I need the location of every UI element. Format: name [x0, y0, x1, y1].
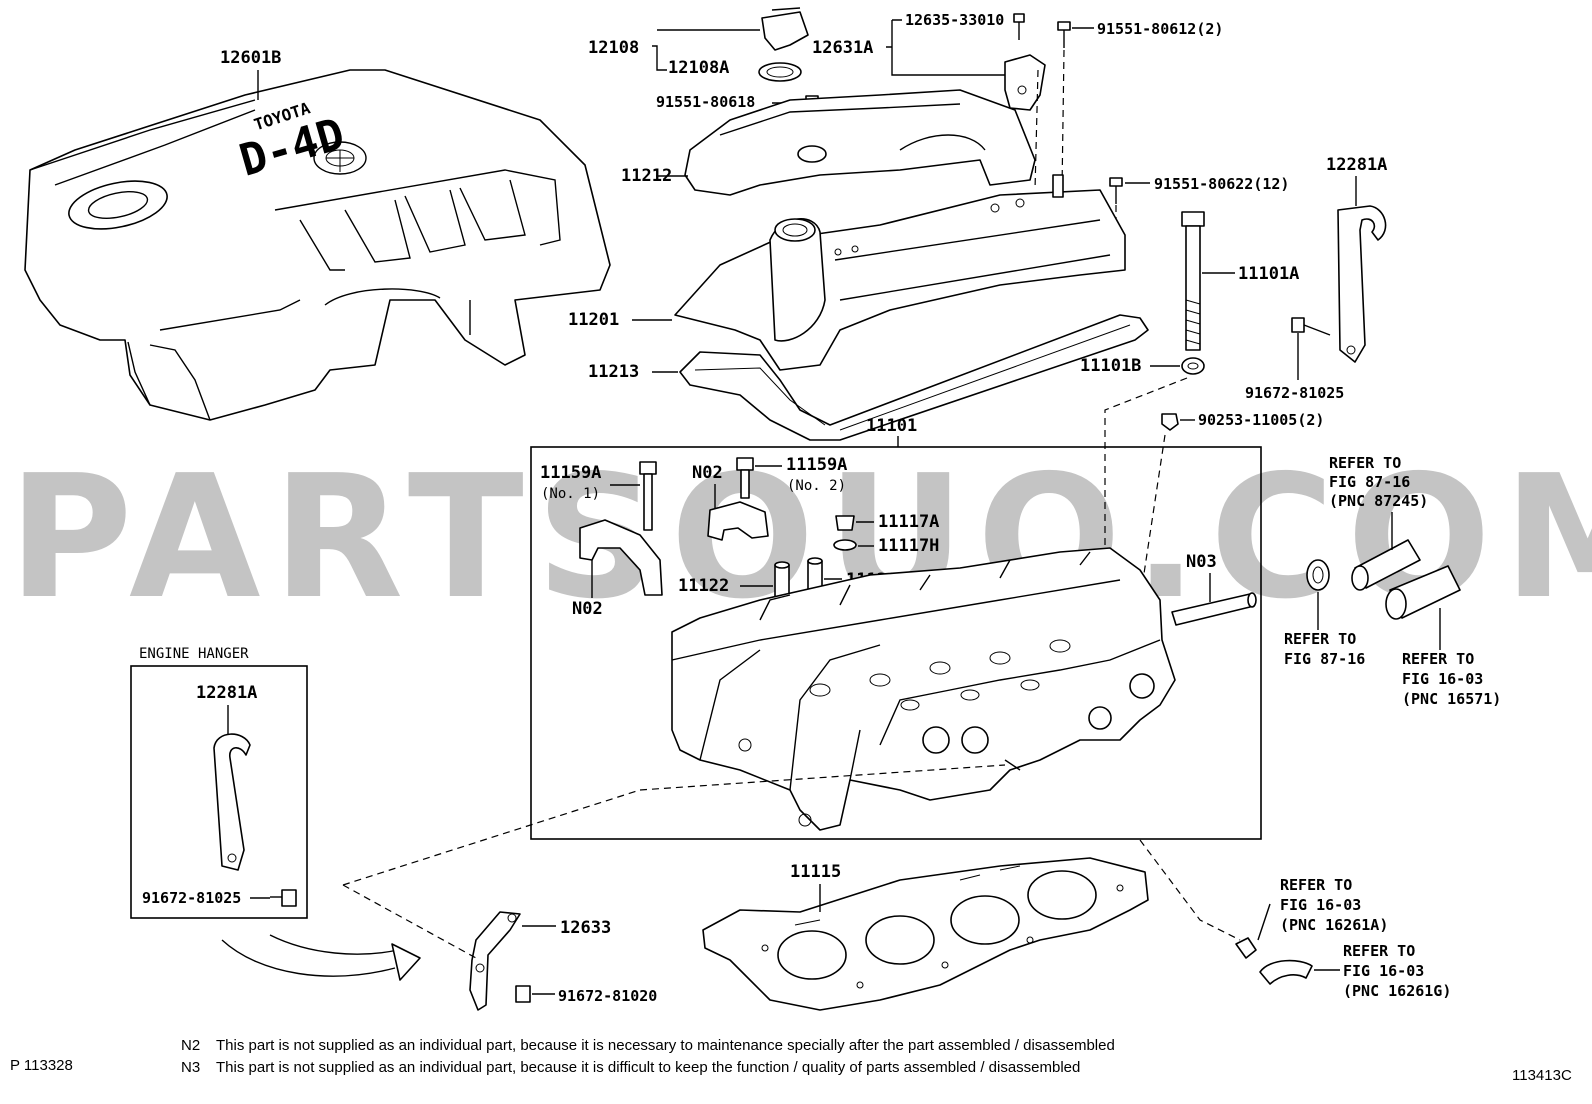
- label-bracket-12633: 12633: [560, 918, 611, 938]
- ref4-line3: (PNC 16261A): [1280, 916, 1388, 934]
- bearing-cap-n02-top[interactable]: [707, 501, 769, 541]
- bolt-91672-81025-left[interactable]: [270, 889, 297, 907]
- label-screw-91551-80612: 91551-80612(2): [1097, 20, 1223, 38]
- cylinder-head[interactable]: [671, 547, 1176, 831]
- bolt-12635-33010[interactable]: [1013, 13, 1025, 40]
- label-engine-cover: 12601B: [220, 48, 281, 68]
- ref3-line1: REFER TO: [1402, 650, 1474, 668]
- label-pipe-n03: N03: [1186, 552, 1217, 572]
- page-ref: P 113328: [10, 1057, 73, 1074]
- pipe-87245[interactable]: [1351, 539, 1421, 591]
- label-head-cover-gasket: 11213: [588, 362, 639, 382]
- head-gasket[interactable]: [702, 857, 1149, 1011]
- bolt-91672-81020[interactable]: [515, 985, 531, 1003]
- note-n2-code: N2: [181, 1037, 200, 1054]
- label-engine-hanger-right: 12281A: [1326, 155, 1387, 175]
- engine-hanger-box: [130, 665, 308, 919]
- head-bolt-washer[interactable]: [1181, 357, 1205, 375]
- label-head-gasket: 11115: [790, 862, 841, 882]
- label-plug-11117a: 11117A: [878, 512, 939, 532]
- label-head-cover-upper: 11212: [621, 166, 672, 186]
- ref4-line2: FIG 16-03: [1280, 896, 1361, 914]
- head-assy-box: [530, 446, 1262, 840]
- label-bolt-11159a-no2: 11159A: [786, 455, 847, 475]
- pipe-16571[interactable]: [1385, 565, 1461, 620]
- note-n3-text: This part is not supplied as an individu…: [216, 1059, 1080, 1076]
- label-oil-filler-cap-gasket: 12108A: [668, 58, 729, 78]
- ref4-line1: REFER TO: [1280, 876, 1352, 894]
- ref3-line2: FIG 16-03: [1402, 670, 1483, 688]
- hose-16261g[interactable]: [1259, 959, 1313, 985]
- label-head-assy: 11101: [866, 416, 917, 436]
- label-bolt-91672-81020: 91672-81020: [558, 987, 657, 1005]
- engine-hanger-left[interactable]: [213, 733, 251, 871]
- bolt-91672-81025-right[interactable]: [1291, 317, 1331, 336]
- oil-filler-cap-gasket[interactable]: [758, 62, 802, 82]
- label-plug-90253-11005: 90253-11005(2): [1198, 411, 1324, 429]
- ref2-line1: REFER TO: [1284, 630, 1356, 648]
- engine-cover[interactable]: TOYOTA D-4D: [24, 69, 611, 421]
- note-n3-code: N3: [181, 1059, 200, 1076]
- ref1-line3: (PNC 87245): [1329, 492, 1428, 510]
- pipe-n03[interactable]: [1171, 592, 1257, 626]
- head-cover-upper[interactable]: [684, 89, 1036, 196]
- head-bolt-11101a[interactable]: [1181, 211, 1205, 351]
- bracket-12633[interactable]: [469, 911, 521, 1011]
- ref5-line3: (PNC 16261G): [1343, 982, 1451, 1000]
- ref5-line1: REFER TO: [1343, 942, 1415, 960]
- label-bolt-11159a-no1: 11159A: [540, 463, 601, 483]
- head-cover[interactable]: [674, 174, 1126, 371]
- label-bolt-91672-81025-left: 91672-81025: [142, 889, 241, 907]
- screw-91551-80612[interactable]: [1057, 21, 1071, 48]
- label-head-bolt-washer: 11101B: [1080, 356, 1141, 376]
- ref1-line2: FIG 87-16: [1329, 473, 1410, 491]
- direction-arrow: [221, 934, 421, 981]
- bolt-11159a-no2[interactable]: [736, 457, 754, 499]
- label-head-bolt-11101a: 11101A: [1238, 264, 1299, 284]
- figure-ref: 113413C: [1512, 1067, 1572, 1084]
- ref1-line1: REFER TO: [1329, 454, 1401, 472]
- bearing-cap-n02-left[interactable]: [579, 519, 663, 596]
- ref2-line2: FIG 87-16: [1284, 650, 1365, 668]
- ring-11117h[interactable]: [833, 539, 857, 551]
- joint-16261a[interactable]: [1235, 937, 1257, 959]
- label-bolt-91672-81025-right: 91672-81025: [1245, 384, 1344, 402]
- label-engine-hanger-box: 12281A: [196, 683, 257, 703]
- bracket-12631a[interactable]: [1004, 54, 1046, 111]
- label-bracket-12631a: 12631A: [812, 38, 873, 58]
- label-screw-91551-80618: 91551-80618: [656, 93, 755, 111]
- label-bolt-12635-33010: 12635-33010: [905, 11, 1004, 29]
- label-bearing-cap-n02-top: N02: [692, 463, 723, 483]
- bolt-11159a-no1[interactable]: [639, 461, 657, 531]
- ref3-line3: (PNC 16571): [1402, 690, 1501, 708]
- label-bolt-11159a-no2-sub: (No. 2): [787, 478, 846, 494]
- label-bolt-11159a-no1-sub: (No. 1): [541, 486, 600, 502]
- head-cover-gasket[interactable]: [679, 314, 1149, 441]
- label-guide-11122: 11122: [678, 576, 729, 596]
- engine-hanger-title: ENGINE HANGER: [139, 646, 249, 662]
- label-ring-11117h: 11117H: [878, 536, 939, 556]
- label-screw-91551-80622: 91551-80622(12): [1154, 175, 1289, 193]
- label-oil-filler-cap: 12108: [588, 38, 639, 58]
- note-n2-text: This part is not supplied as an individu…: [216, 1037, 1115, 1054]
- plug-90253-11005[interactable]: [1161, 413, 1179, 431]
- ref5-line2: FIG 16-03: [1343, 962, 1424, 980]
- engine-hanger-right[interactable]: [1337, 205, 1387, 363]
- label-head-cover: 11201: [568, 310, 619, 330]
- plug-11117a[interactable]: [835, 515, 855, 531]
- screw-91551-80622[interactable]: [1109, 177, 1123, 204]
- hose-clamp-87-16[interactable]: [1306, 559, 1330, 591]
- oil-filler-cap[interactable]: [761, 7, 809, 51]
- label-bearing-cap-n02-left: N02: [572, 599, 603, 619]
